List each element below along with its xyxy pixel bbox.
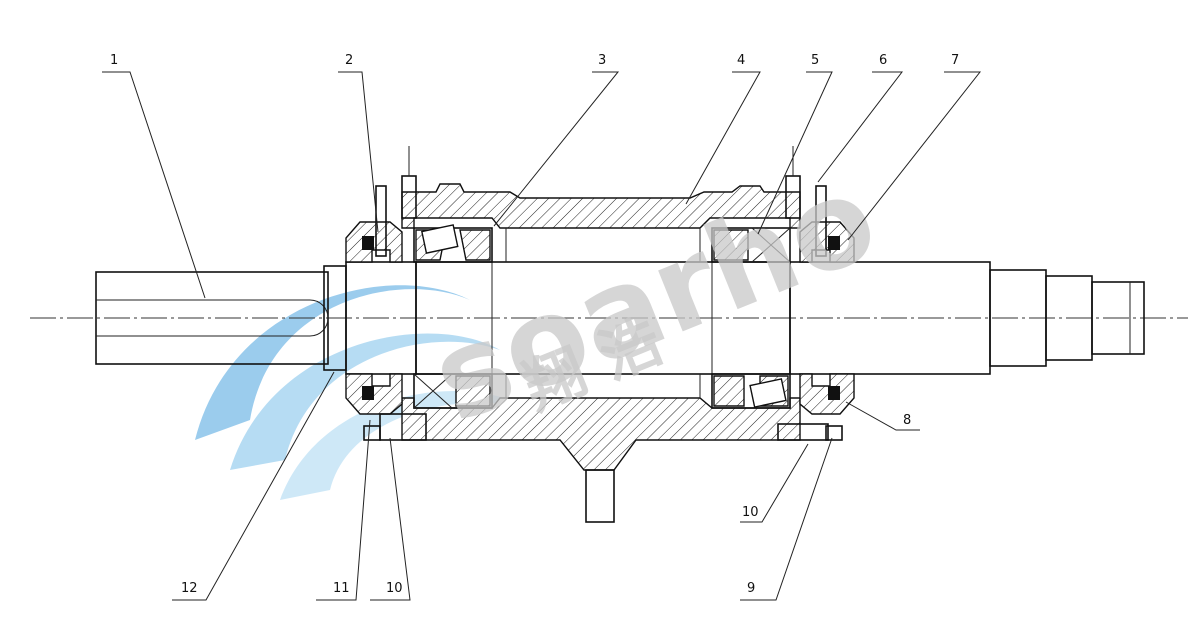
callout-labels: 1 2 3 4 5 6 7 8 9 10 10 11 12 xyxy=(110,53,959,596)
callout-1: 1 xyxy=(110,53,118,68)
callout-2: 2 xyxy=(345,53,353,68)
bearing-left-top xyxy=(413,224,493,263)
callout-3: 3 xyxy=(598,53,606,68)
callout-9: 9 xyxy=(747,581,755,596)
callout-10-left: 10 xyxy=(386,581,403,596)
bearing-right-bottom xyxy=(711,373,791,409)
shaft xyxy=(95,261,1145,375)
callout-7: 7 xyxy=(951,53,959,68)
callout-11: 11 xyxy=(333,581,350,596)
callout-leaders xyxy=(102,71,982,601)
callout-5: 5 xyxy=(811,53,819,68)
callout-12: 12 xyxy=(181,581,198,596)
callout-8: 8 xyxy=(903,413,911,428)
callout-6: 6 xyxy=(879,53,887,68)
bearing-left-bottom xyxy=(413,373,493,409)
callout-4: 4 xyxy=(737,53,745,68)
end-cap-left xyxy=(345,146,427,441)
end-cap-right xyxy=(777,146,855,441)
bearing-right-top xyxy=(711,227,791,263)
callout-10-right: 10 xyxy=(742,505,759,520)
